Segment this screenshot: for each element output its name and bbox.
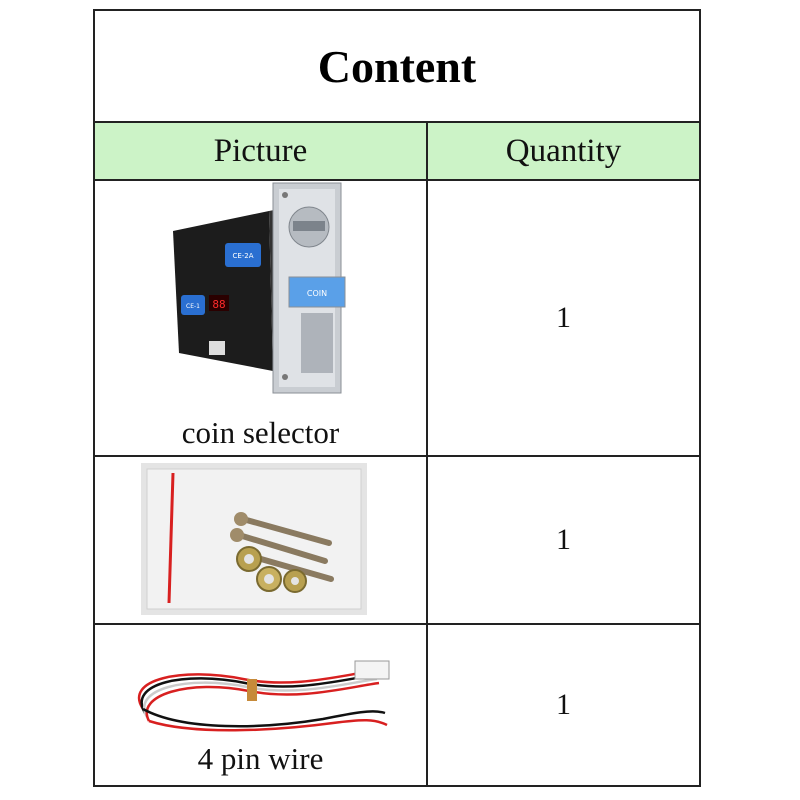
coin-label-text: COIN	[307, 289, 327, 298]
picture-cell: CE-2A CE-1 88 COIN coin selector	[95, 181, 428, 455]
quantity-cell: 1	[556, 523, 571, 556]
table-row-coin-selector: CE-2A CE-1 88 COIN coin selector	[95, 181, 699, 457]
table-row-wire: 4 pin wire 1	[95, 625, 699, 785]
table-title: Content	[317, 40, 477, 92]
wire-caption: 4 pin wire	[197, 741, 324, 776]
display-digits: 88	[212, 298, 225, 311]
content-table: Content Picture Quantity CE-2A CE-1 88	[93, 9, 701, 787]
coin-selector-photo: CE-2A CE-1 88 COIN	[173, 182, 346, 394]
wire-harness-photo	[137, 660, 390, 732]
table-title-row: Content	[95, 11, 699, 123]
small-label-text: CE-1	[186, 303, 200, 310]
picture-cell	[95, 457, 428, 623]
quantity-cell: 1	[556, 301, 571, 334]
screws-bag-photo	[141, 463, 367, 615]
header-quantity: Quantity	[428, 123, 699, 181]
picture-cell: 4 pin wire	[95, 625, 428, 785]
body-label-text: CE-2A	[232, 252, 253, 260]
quantity-cell: 1	[556, 688, 571, 721]
coin-selector-caption: coin selector	[181, 415, 340, 450]
header-picture: Picture	[95, 123, 428, 181]
table-row-screws: 1	[95, 457, 699, 625]
